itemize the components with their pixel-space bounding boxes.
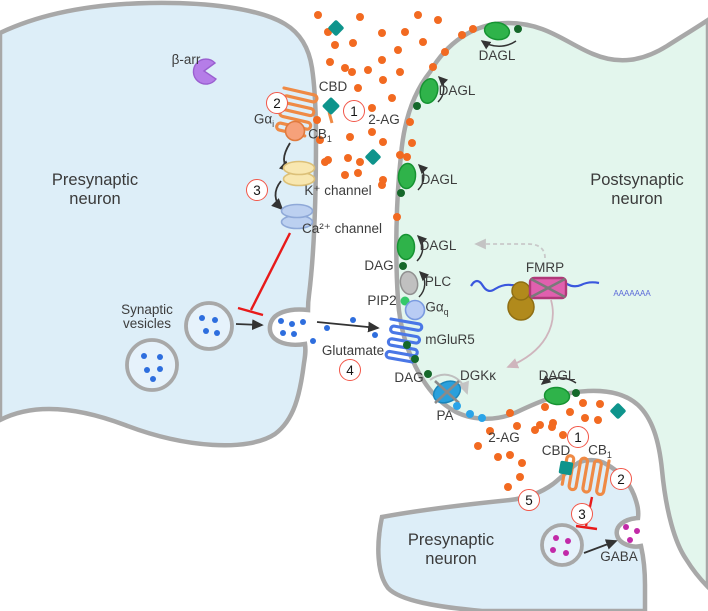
beta-arrestin-label: β-arr <box>171 51 201 67</box>
cbd-molecules <box>328 20 626 419</box>
k-to-ca-channel-arrow <box>271 180 284 211</box>
synaptic-vesicle <box>184 301 234 351</box>
glutamate-molecules <box>141 353 163 382</box>
dagl-enzyme-5 <box>540 375 580 406</box>
dagl-enzyme-4 <box>396 233 428 270</box>
plc-label: PLC <box>424 273 452 289</box>
cbd-on-cb1-bottom <box>558 460 574 476</box>
dgkk-label: DGKκ <box>459 367 497 383</box>
presynaptic-neuron-label: Presynaptic neuron <box>51 171 139 208</box>
2-ag-molecules-bottom <box>474 399 604 491</box>
gai-label: Gαi <box>253 111 275 130</box>
dag-label-lower: DAG <box>394 369 424 385</box>
pa-molecules <box>453 402 486 422</box>
beta-arrestin-protein <box>192 58 217 85</box>
poly-a-tail-label: AAAAAAA <box>613 288 651 298</box>
ribosome <box>507 281 535 321</box>
glutamate-release-arrow <box>316 321 380 333</box>
synaptic-vesicle <box>125 338 179 392</box>
gaba-terminal-shape <box>376 457 648 611</box>
gai-protein <box>284 120 306 142</box>
ca-channel <box>280 203 314 230</box>
pip2-label: PIP2 <box>367 292 397 308</box>
step-1-marker-bottom: 1 <box>567 426 589 448</box>
presynaptic-neuron-shape <box>0 0 319 448</box>
step-5-marker: 5 <box>518 489 540 511</box>
inhibition-line-release <box>237 232 292 317</box>
2-ag-label-top: 2-AG <box>368 111 400 127</box>
cb1-receptor-top <box>275 86 319 138</box>
dagl-label-1: DAGL <box>478 47 516 63</box>
step-1-marker-top: 1 <box>343 100 365 122</box>
cb1-label-bottom: CB1 <box>588 442 612 461</box>
2-ag-label-bottom: 2-AG <box>488 429 520 445</box>
k-channel <box>282 160 316 187</box>
ca-channel-label: Ca²⁺ channel <box>302 220 382 236</box>
dagl-enzyme-2 <box>413 75 449 110</box>
cbd-label-top: CBD <box>318 78 348 94</box>
gaba-release-arrow <box>583 539 618 554</box>
mglur5-receptor <box>384 317 424 364</box>
gaq-label: Gαq <box>425 299 449 318</box>
vesicle-trafficking-arrow <box>235 319 264 331</box>
synaptic-vesicles-label: Synaptic vesicles <box>121 301 173 331</box>
glutamate-molecules-released <box>278 317 378 344</box>
cbd-label-bottom: CBD <box>541 442 571 458</box>
postsynaptic-neuron-label: Postsynaptic neuron <box>590 171 684 208</box>
cb1-c-terminus <box>327 111 334 124</box>
dag-label-upper: DAG <box>364 257 394 273</box>
dag-molecules <box>403 341 432 378</box>
dagl-enzyme-3 <box>397 162 429 197</box>
gaba-molecules-released <box>623 524 640 543</box>
mglur5-label: mGluR5 <box>425 331 475 347</box>
gaba-molecules <box>550 535 571 556</box>
dagl-label-5: DAGL <box>538 367 576 383</box>
gaq-protein <box>404 299 426 321</box>
glutamate-label: Glutamate <box>321 342 385 358</box>
k-channel-label: K⁺ channel <box>304 182 372 198</box>
step-3-marker-top: 3 <box>246 179 268 201</box>
fmrp-label: FMRP <box>525 259 565 275</box>
plc-enzyme <box>399 270 430 298</box>
step-2-marker-top: 2 <box>266 92 288 114</box>
step-2-marker-bottom: 2 <box>610 468 632 490</box>
dgkk-enzyme-crossed <box>429 373 469 404</box>
step-3-marker-bottom: 3 <box>571 503 593 525</box>
glutamate-molecules <box>199 315 220 336</box>
dagl-enzyme-1 <box>480 21 522 50</box>
gaba-vesicle <box>540 523 584 567</box>
presynaptic-neuron-bottom-label: Presynaptic neuron <box>407 531 495 568</box>
cb1-label-top: CB1 <box>308 126 332 145</box>
fmrp-to-dgkk-arrow <box>506 299 554 369</box>
fmrp-to-dagl-arrow <box>474 238 546 259</box>
dagl-label-2: DAGL <box>438 82 476 98</box>
fmrp-protein-crossed <box>528 276 568 300</box>
dagl-label-3: DAGL <box>420 171 458 187</box>
cbd-on-cb1-top <box>322 97 340 115</box>
pa-label: PA <box>436 407 454 423</box>
dagl-label-4: DAGL <box>419 237 457 253</box>
gaba-label: GABA <box>600 548 638 564</box>
step-4-marker: 4 <box>339 359 361 381</box>
